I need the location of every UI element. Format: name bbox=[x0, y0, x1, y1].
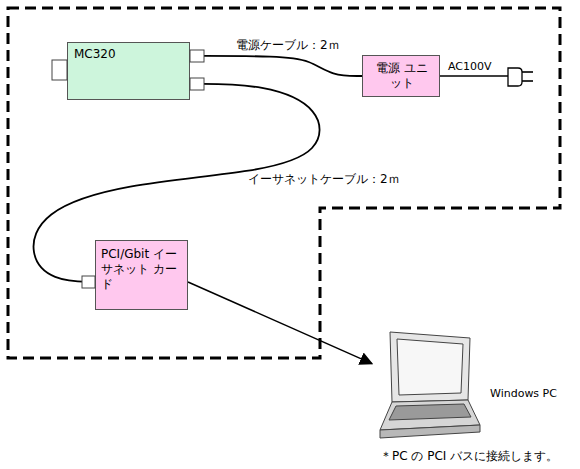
device-label: Windows PC bbox=[490, 386, 557, 401]
node-text: 電源 ユニット bbox=[373, 61, 431, 91]
cable-line bbox=[190, 56, 362, 76]
port-stub bbox=[190, 50, 204, 62]
cable-label: 電源ケーブル：2ｍ bbox=[236, 38, 340, 53]
laptop-keyboard bbox=[389, 404, 471, 420]
power-unit-box: 電源 ユニット bbox=[362, 55, 440, 97]
node-text: PCI/Gbit イーサネット カード bbox=[101, 247, 181, 292]
laptop-screen bbox=[397, 339, 463, 395]
laptop-front bbox=[380, 425, 480, 438]
port-stub bbox=[52, 60, 67, 80]
node-text: MC320 bbox=[74, 47, 174, 62]
note-text: ＊PC の PCI バスに接続します。 bbox=[380, 449, 558, 464]
plug-symbol bbox=[508, 68, 533, 86]
voltage-label: AC100V bbox=[448, 59, 492, 74]
device-box: MC320 bbox=[67, 42, 190, 100]
plug-prong bbox=[522, 71, 533, 73]
cable-label: イーサネットケーブル：2ｍ bbox=[248, 172, 400, 187]
dashed-boundary bbox=[8, 8, 560, 358]
network-card-box: PCI/Gbit イーサネット カード bbox=[95, 240, 188, 310]
laptop-lid bbox=[390, 332, 470, 402]
ac-wire bbox=[440, 75, 508, 77]
laptop-pc: Windows PC bbox=[372, 330, 482, 442]
plug-body bbox=[508, 68, 522, 86]
port-stub bbox=[190, 78, 204, 90]
plug-prong bbox=[522, 80, 533, 82]
connection-arrow bbox=[188, 282, 372, 364]
port-stub bbox=[82, 276, 95, 288]
laptop-illustration bbox=[372, 330, 482, 442]
